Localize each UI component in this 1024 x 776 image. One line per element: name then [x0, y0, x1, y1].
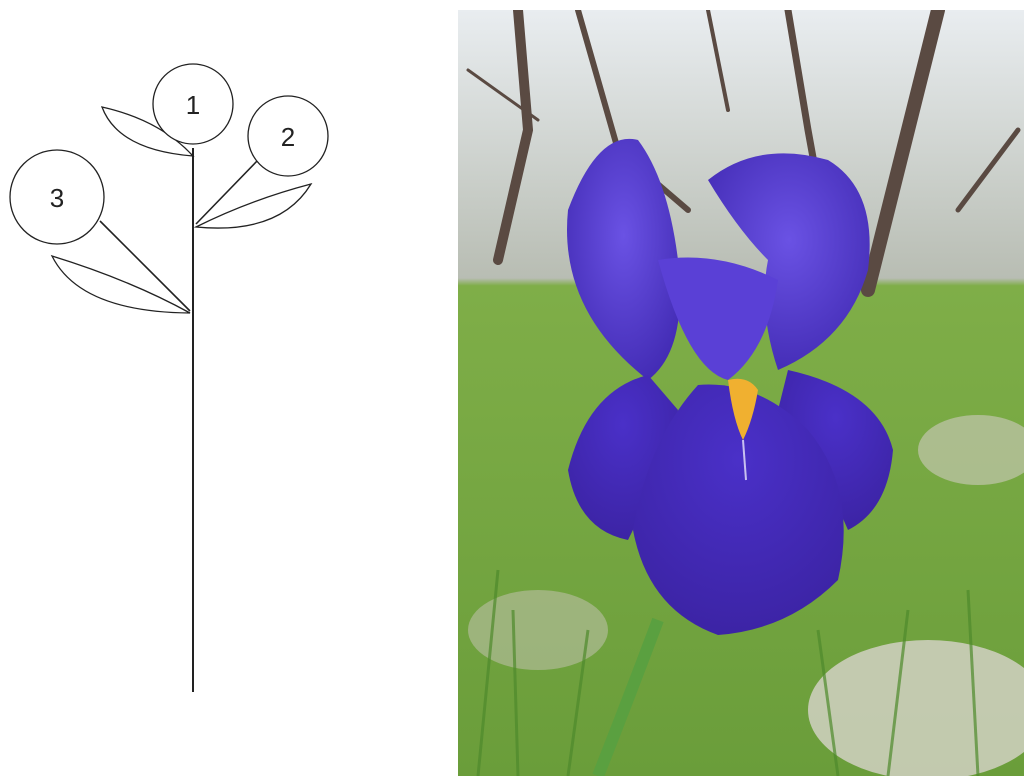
node-3-label: 3 — [50, 183, 64, 213]
branch-2 — [196, 160, 258, 224]
node-3: 3 — [10, 150, 104, 244]
iris-photo — [458, 10, 1024, 776]
node-2: 2 — [248, 96, 328, 176]
node-1-label: 1 — [186, 90, 200, 120]
node-2-label: 2 — [281, 122, 295, 152]
node-1: 1 — [153, 64, 233, 144]
branch-3 — [100, 221, 190, 311]
inflorescence-diagram: 1 2 3 — [0, 0, 440, 776]
leaf-3 — [52, 256, 190, 313]
